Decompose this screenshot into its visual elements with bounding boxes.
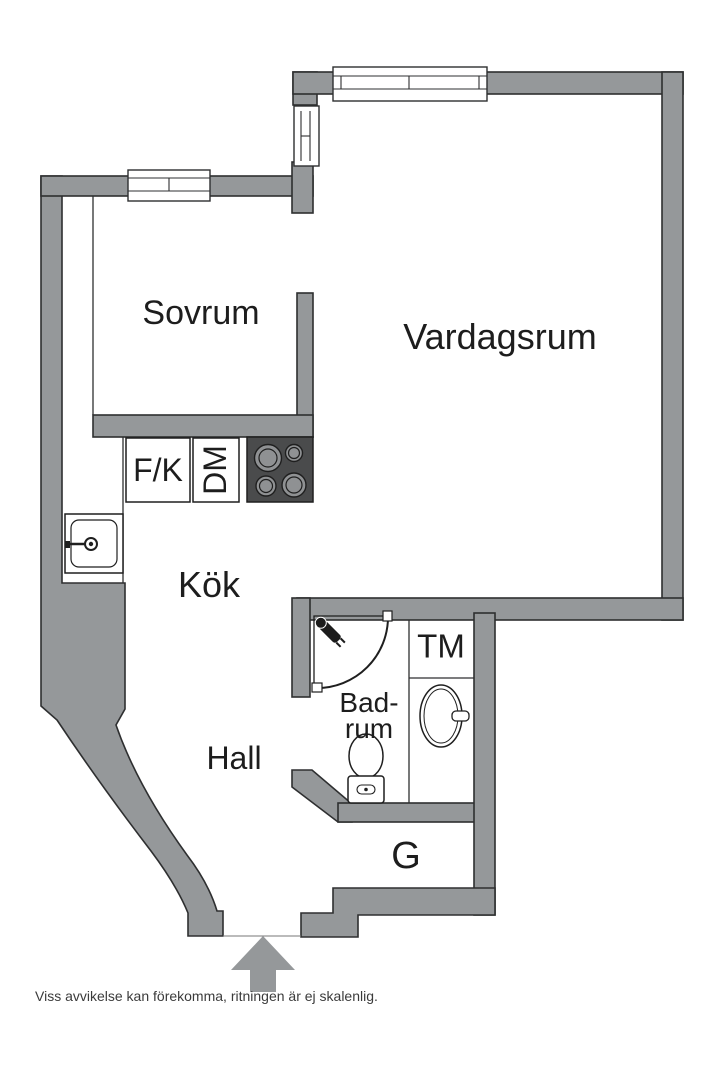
fixture-label-washing-machine: TM xyxy=(417,627,465,665)
shower-door-arc xyxy=(316,616,389,689)
entrance-arrow-icon xyxy=(231,936,295,992)
wall-right-lower xyxy=(473,612,496,916)
stove xyxy=(246,436,314,503)
room-label-closet: G xyxy=(391,835,421,877)
kitchen-counter xyxy=(125,437,240,503)
room-label-bathroom-line1: Bad- xyxy=(339,687,399,718)
bedroom-window xyxy=(127,169,211,202)
room-label-hall: Hall xyxy=(206,740,262,776)
shower-head-icon xyxy=(314,616,346,648)
walls xyxy=(40,71,684,938)
disclaimer-text: Viss avvikelse kan förekomma, ritningen … xyxy=(35,988,378,1004)
livingroom-side-window xyxy=(293,105,320,167)
windows xyxy=(127,66,488,202)
toilet xyxy=(347,733,385,804)
wall-left-curved xyxy=(40,175,224,937)
bathroom-sink xyxy=(419,684,470,748)
wall-bottom-right xyxy=(300,887,496,938)
kitchen-sink xyxy=(64,513,124,574)
faucet-icon xyxy=(65,541,70,548)
room-label-bathroom-line2: rum xyxy=(344,713,394,744)
fixture-label-dishwasher: DM xyxy=(197,445,233,495)
wall-junction xyxy=(291,161,314,214)
faucet-icon xyxy=(451,710,470,722)
fixture-label-fridge-freezer: F/K xyxy=(133,452,183,488)
livingroom-top-window xyxy=(332,66,488,102)
room-label-kitchen: Kök xyxy=(177,564,241,605)
wall-bathroom-left xyxy=(291,597,311,698)
room-label-living-room: Vardagsrum xyxy=(403,316,597,357)
wall-closet-top xyxy=(337,802,479,823)
wall-right xyxy=(661,71,684,621)
fridge-freezer-box xyxy=(125,437,191,503)
wall-bedroom-bottom xyxy=(92,414,314,438)
room-label-bedroom: Sovrum xyxy=(142,294,260,332)
shower xyxy=(311,610,393,693)
dishwasher-box xyxy=(192,437,240,503)
room-label-bathroom: Bad- rum xyxy=(339,687,399,744)
